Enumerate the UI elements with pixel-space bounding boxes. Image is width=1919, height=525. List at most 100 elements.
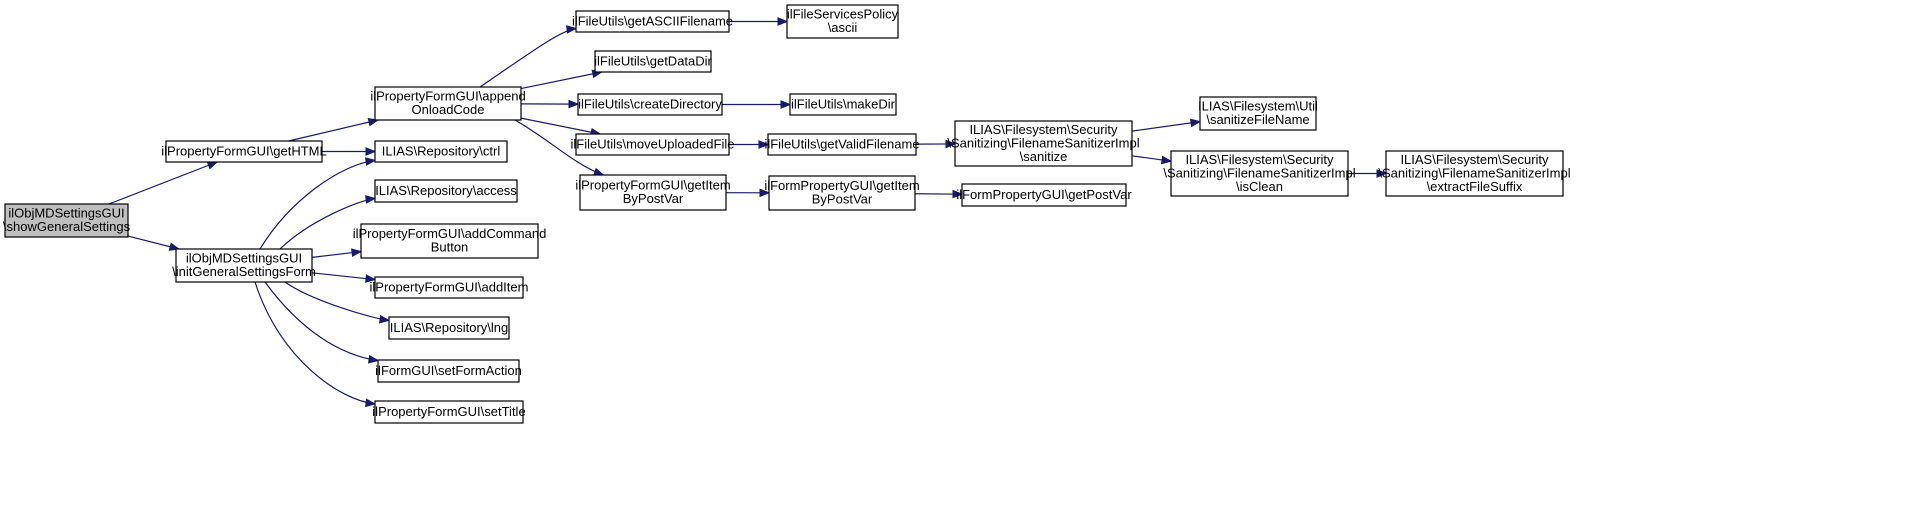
node-box bbox=[786, 4, 899, 39]
node-label-line: ilFormPropertyGUI\getPostVar bbox=[956, 187, 1132, 202]
node-n1[interactable]: ilPropertyFormGUI\getHTML bbox=[161, 140, 327, 163]
node-n24[interactable]: ILIAS\Filesystem\Security\Sanitizing\Fil… bbox=[1378, 150, 1571, 197]
edge-n3-n14 bbox=[520, 117, 602, 137]
node-label-line: ilFileUtils\getValidFilename bbox=[764, 136, 919, 151]
edges-layer bbox=[108, 17, 1388, 408]
edge-n2-n10 bbox=[254, 281, 377, 408]
node-box bbox=[374, 179, 518, 203]
edge-line bbox=[1131, 121, 1201, 132]
edge-n13-n17 bbox=[722, 100, 792, 109]
node-box bbox=[165, 140, 323, 163]
edge-n19-n21 bbox=[914, 189, 964, 199]
node-label-line: ilObjMDSettingsGUI bbox=[8, 206, 124, 221]
node-label-line: \Sanitizing\FilenameSanitizerImpl bbox=[947, 135, 1139, 150]
edge-n2-n7 bbox=[311, 272, 377, 283]
node-box bbox=[374, 400, 524, 424]
node-n21[interactable]: ilFormPropertyGUI\getPostVar bbox=[956, 183, 1132, 207]
node-label-line: ilFormGUI\setFormAction bbox=[375, 363, 522, 378]
node-n7[interactable]: ilPropertyFormGUI\addItem bbox=[370, 276, 529, 299]
node-box bbox=[374, 140, 508, 163]
node-n17[interactable]: ilFileUtils\makeDir bbox=[789, 93, 897, 116]
node-n18[interactable]: ilFileUtils\getValidFilename bbox=[764, 133, 920, 156]
edge-arrowhead bbox=[367, 354, 380, 364]
edge-line bbox=[514, 119, 604, 176]
edge-arrowhead bbox=[945, 139, 957, 149]
node-n9[interactable]: ilFormGUI\setFormAction bbox=[375, 359, 522, 383]
node-n22[interactable]: ILIAS\Filesystem\Util\sanitizeFileName bbox=[1198, 96, 1318, 131]
node-label-line: \sanitize bbox=[1020, 149, 1068, 164]
node-n14[interactable]: ilFileUtils\moveUploadedFile bbox=[570, 133, 735, 156]
node-label-line: ILIAS\Filesystem\Util bbox=[1198, 99, 1318, 114]
node-n0[interactable]: ilObjMDSettingsGUI\showGeneralSettings bbox=[3, 203, 131, 238]
edge-arrowhead bbox=[365, 147, 377, 156]
edge-arrowhead bbox=[1189, 118, 1202, 128]
edge-line bbox=[311, 272, 376, 281]
node-label-line: ilFileUtils\makeDir bbox=[791, 96, 896, 111]
node-n23[interactable]: ILIAS\Filesystem\Security\Sanitizing\Fil… bbox=[1163, 150, 1356, 197]
edge-arrowhead bbox=[206, 161, 219, 170]
node-box bbox=[575, 133, 730, 156]
node-n8[interactable]: ILIAS\Repository\lng bbox=[388, 316, 510, 340]
node-n2[interactable]: ilObjMDSettingsGUI\initGeneralSettingsFo… bbox=[172, 248, 316, 283]
node-box bbox=[1385, 150, 1564, 197]
node-label-line: ByPostVar bbox=[623, 191, 684, 206]
node-label-line: ilPropertyFormGUI\getItem bbox=[575, 178, 730, 193]
node-label-line: \Sanitizing\FilenameSanitizerImpl bbox=[1378, 165, 1570, 180]
node-n4[interactable]: ILIAS\Repository\ctrl bbox=[374, 140, 508, 163]
edge-arrowhead bbox=[379, 314, 391, 324]
node-box bbox=[360, 223, 539, 259]
nodes-layer: ilObjMDSettingsGUI\showGeneralSettingsil… bbox=[3, 4, 1571, 424]
node-n11[interactable]: ilFileUtils\getASCIIFilename bbox=[572, 10, 733, 33]
edge-arrowhead bbox=[566, 25, 578, 34]
node-box bbox=[961, 183, 1127, 207]
edge-n14-n18 bbox=[729, 140, 770, 149]
node-n16[interactable]: ilFileServicesPolicy\ascii bbox=[786, 4, 899, 39]
edge-n20-n23 bbox=[1131, 155, 1173, 165]
edge-n0-n2 bbox=[127, 235, 181, 251]
edge-n3-n13 bbox=[520, 99, 580, 109]
node-label-line: ilFileUtils\getASCIIFilename bbox=[572, 13, 733, 28]
node-label-line: ilPropertyFormGUI\getHTML bbox=[161, 143, 326, 158]
node-box bbox=[377, 359, 520, 383]
edge-arrowhead bbox=[365, 195, 377, 204]
node-n12[interactable]: ilFileUtils\getDataDir bbox=[594, 50, 713, 73]
node-box bbox=[575, 10, 730, 33]
edge-arrowhead bbox=[365, 274, 377, 283]
node-n5[interactable]: ILIAS\Repository\access bbox=[374, 179, 518, 203]
node-label-line: \isClean bbox=[1236, 179, 1283, 194]
edge-line bbox=[254, 281, 376, 405]
edge-line bbox=[288, 119, 379, 142]
edge-line bbox=[479, 27, 577, 88]
node-box bbox=[579, 174, 727, 211]
edge-arrowhead bbox=[952, 189, 964, 199]
node-label-line: ilFileServicesPolicy bbox=[787, 7, 899, 22]
node-label-line: \Sanitizing\FilenameSanitizerImpl bbox=[1163, 165, 1355, 180]
edge-n1-n4 bbox=[322, 147, 377, 156]
edge-n2-n4 bbox=[259, 157, 377, 250]
node-label-line: ilPropertyFormGUI\setTitle bbox=[372, 404, 525, 419]
node-n10[interactable]: ilPropertyFormGUI\setTitle bbox=[372, 400, 526, 424]
edge-n1-n3 bbox=[288, 117, 380, 142]
node-label-line: ILIAS\Filesystem\Security bbox=[969, 122, 1118, 137]
node-n20[interactable]: ILIAS\Filesystem\Security\Sanitizing\Fil… bbox=[947, 120, 1140, 167]
edge-line bbox=[264, 281, 379, 362]
edge-arrowhead bbox=[759, 188, 771, 198]
node-box bbox=[374, 276, 524, 299]
node-label-line: ilPropertyFormGUI\addCommand bbox=[353, 226, 547, 241]
node-label-line: ILIAS\Filesystem\Security bbox=[1400, 152, 1549, 167]
node-label-line: \ascii bbox=[828, 20, 858, 35]
node-box bbox=[1199, 96, 1317, 131]
edge-arrowhead bbox=[777, 17, 789, 26]
edge-n18-n20 bbox=[915, 139, 957, 149]
node-box bbox=[768, 175, 916, 211]
node-label-line: OnloadCode bbox=[412, 102, 485, 117]
edge-line bbox=[520, 117, 601, 135]
node-label-line: ByPostVar bbox=[812, 192, 873, 207]
node-box bbox=[1170, 150, 1349, 197]
node-n13[interactable]: ilFileUtils\createDirectory bbox=[577, 93, 723, 116]
